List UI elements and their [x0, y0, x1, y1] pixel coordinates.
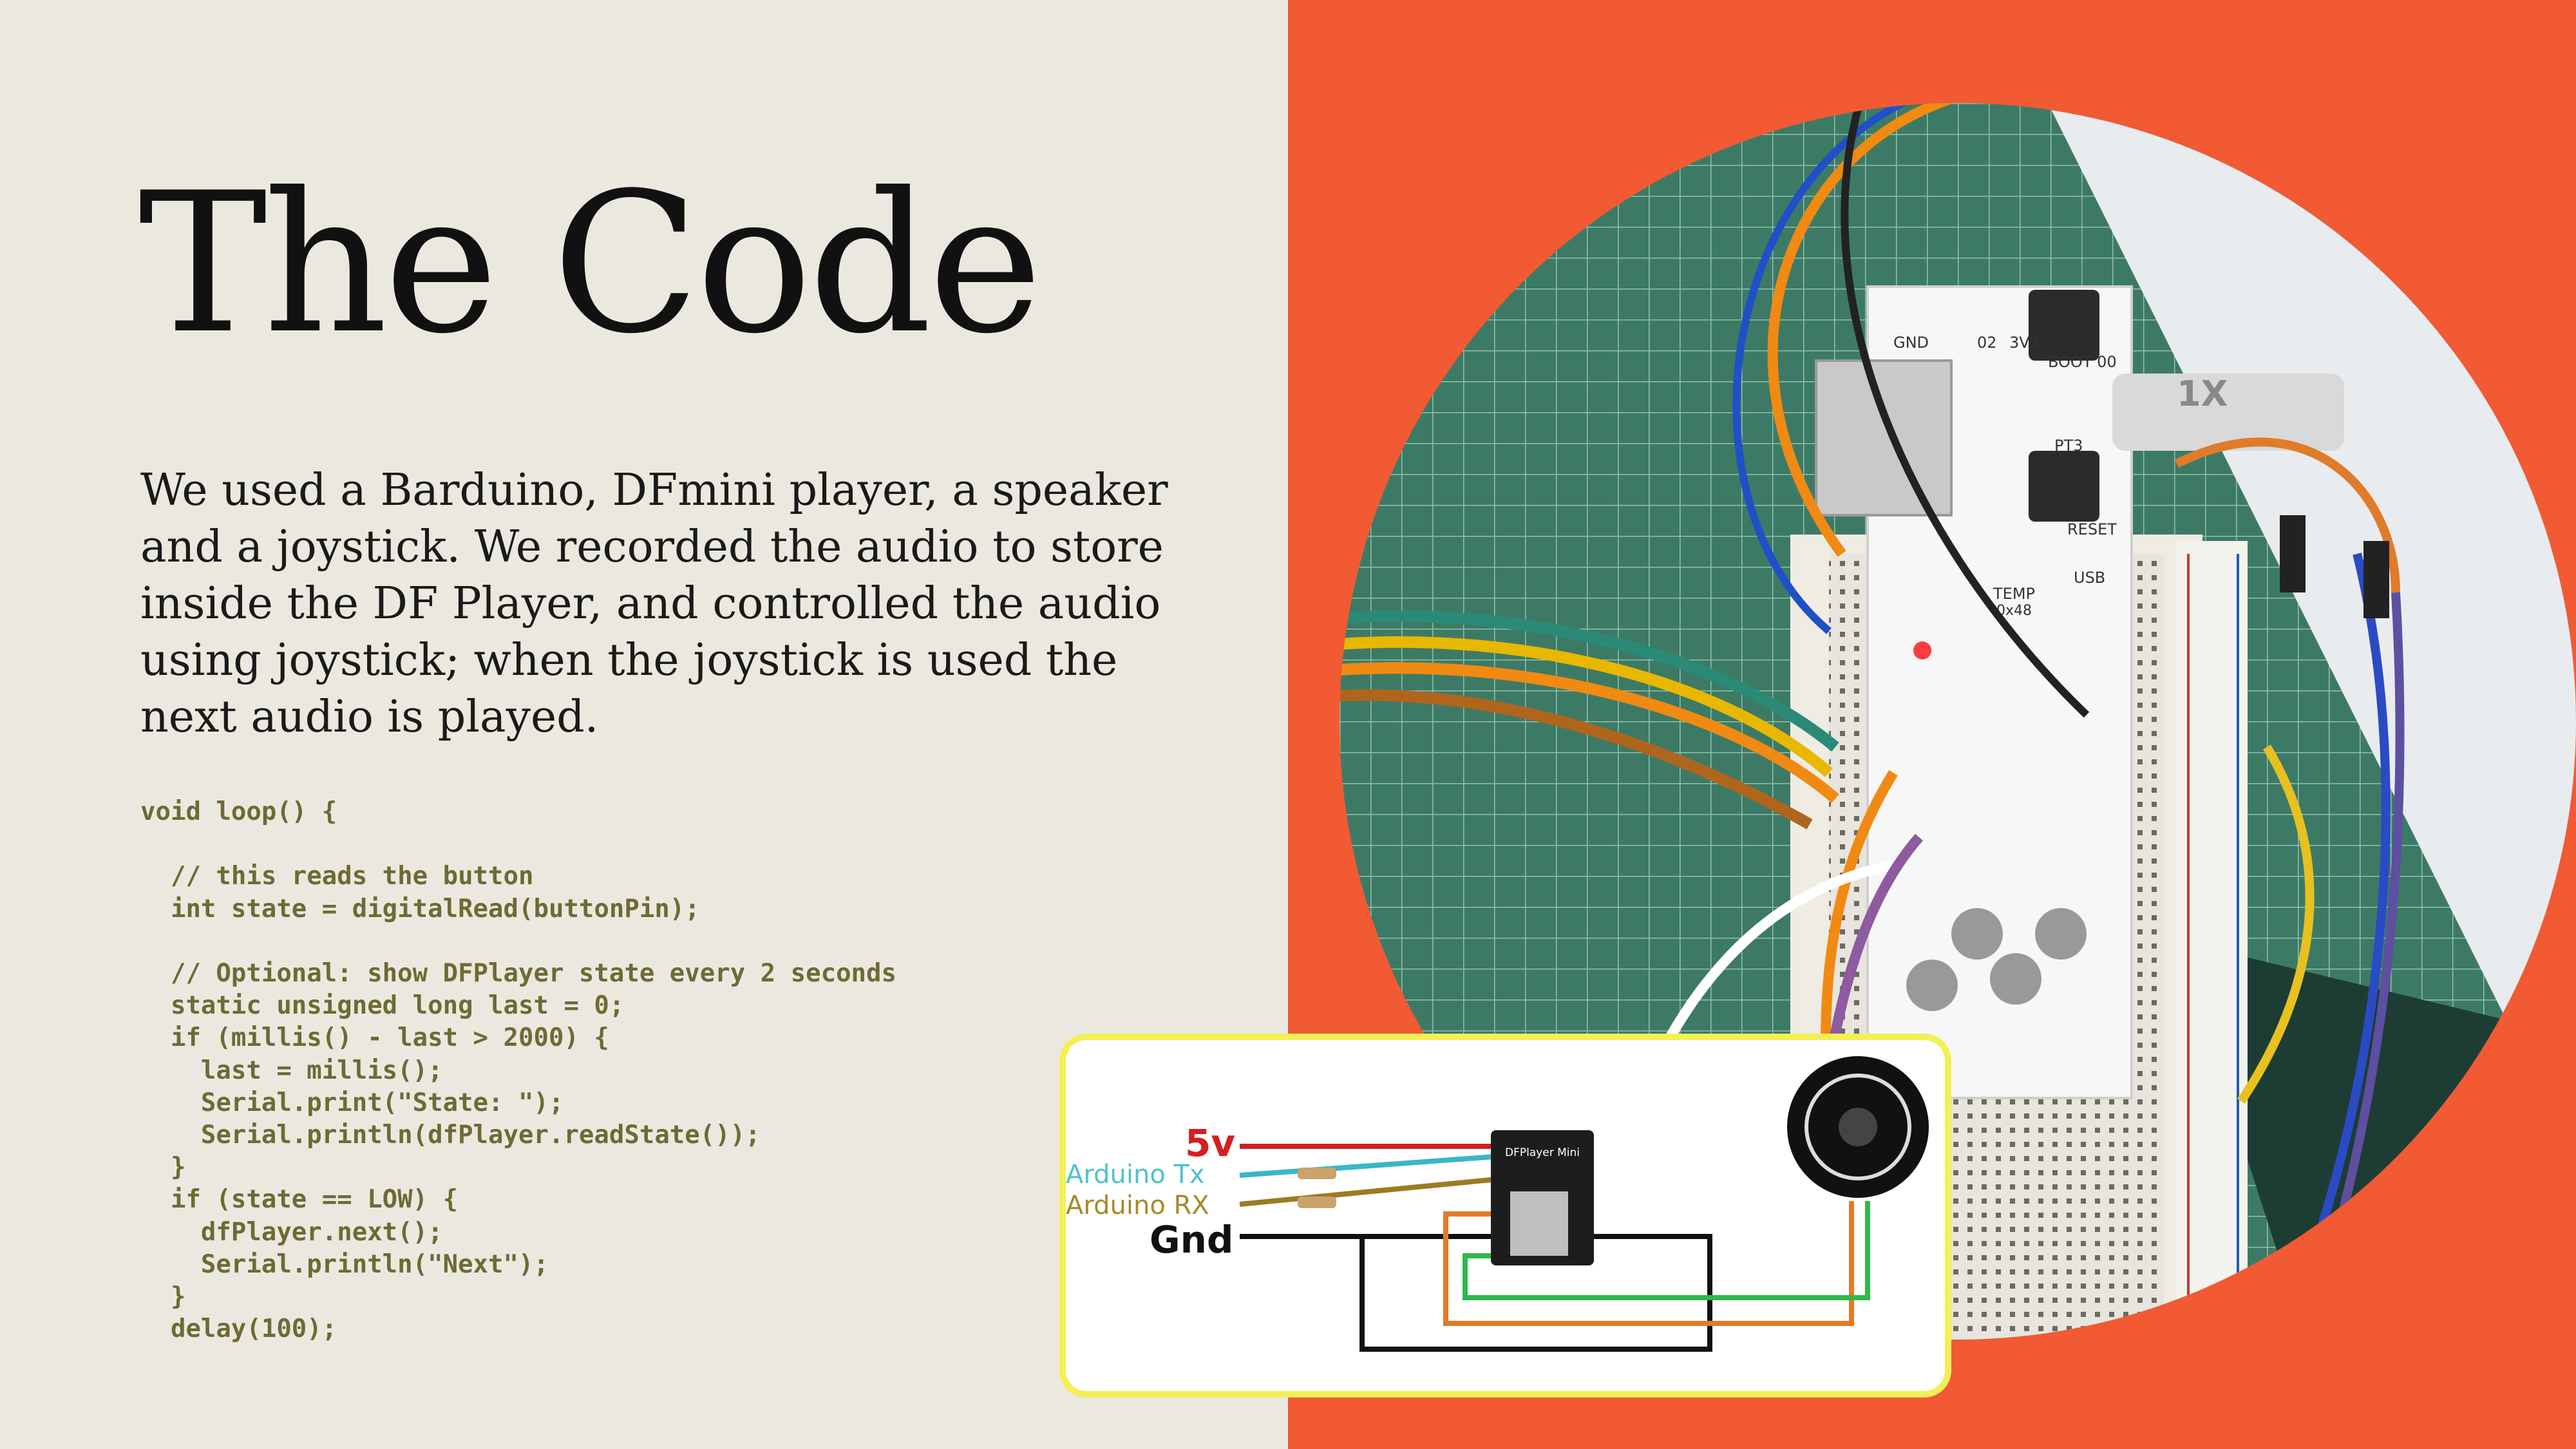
- code-line: [140, 925, 896, 958]
- code-line: int state = digitalRead(buttonPin);: [140, 894, 700, 923]
- wiring-diagram-card: DFPlayer Mini 5v Arduino Tx Arduino RX G…: [1059, 1034, 1951, 1397]
- code-line: static unsigned long last = 0;: [140, 991, 625, 1021]
- slide-title: The Code: [138, 151, 1043, 376]
- board-label-3v3: 3V3: [2009, 334, 2040, 352]
- slide-description: We used a Barduino, DFmini player, a spe…: [140, 465, 1168, 743]
- label-arduino-tx: Arduino Tx: [1066, 1160, 1205, 1189]
- code-line: if (millis() - last > 2000) {: [140, 1023, 609, 1053]
- code-line: // this reads the button: [140, 862, 534, 891]
- label-5v: 5v: [1185, 1121, 1235, 1165]
- code-line: void loop() {: [140, 797, 337, 826]
- label-arduino-rx: Arduino RX: [1066, 1191, 1209, 1220]
- board-label-usb: USB: [2074, 569, 2105, 587]
- esp32-module: [1815, 359, 1953, 516]
- code-line: Serial.println(dfPlayer.readState());: [140, 1121, 761, 1150]
- code-line: Serial.print("State: ");: [140, 1088, 564, 1117]
- board-label-pt3: PT3: [2054, 437, 2083, 455]
- reset-button: [2029, 451, 2099, 522]
- board-label-gnd: GND: [1893, 334, 1929, 352]
- board-label-temp: TEMP: [1993, 585, 2035, 603]
- dfplayer-module-label: DFPlayer Mini: [1505, 1146, 1580, 1159]
- boot-button: [2029, 290, 2099, 361]
- label-gnd: Gnd: [1150, 1218, 1233, 1262]
- code-line: if (state == LOW) {: [140, 1185, 459, 1215]
- code-line: [140, 828, 896, 860]
- cable-brand: 1X: [2177, 374, 2228, 414]
- usb-cable: [2112, 374, 2344, 451]
- code-line: }: [140, 1282, 186, 1312]
- board-label-boot: BOOT 00: [2048, 353, 2117, 371]
- code-line: delay(100);: [140, 1314, 337, 1344]
- code-line: last = millis();: [140, 1056, 443, 1085]
- code-line: Serial.println("Next");: [140, 1249, 549, 1279]
- code-line: // Optional: show DFPlayer state every 2…: [140, 959, 896, 989]
- wiring-diagram-svg: DFPlayer Mini 5v Arduino Tx Arduino RX G…: [1066, 1056, 1929, 1352]
- code-line: dfPlayer.next();: [140, 1217, 443, 1247]
- board-label-02: 02: [1977, 334, 1997, 352]
- code-line: }: [140, 1153, 186, 1182]
- code-block: void loop() { // this reads the button i…: [140, 796, 896, 1345]
- board-label-reset: RESET: [2067, 520, 2117, 538]
